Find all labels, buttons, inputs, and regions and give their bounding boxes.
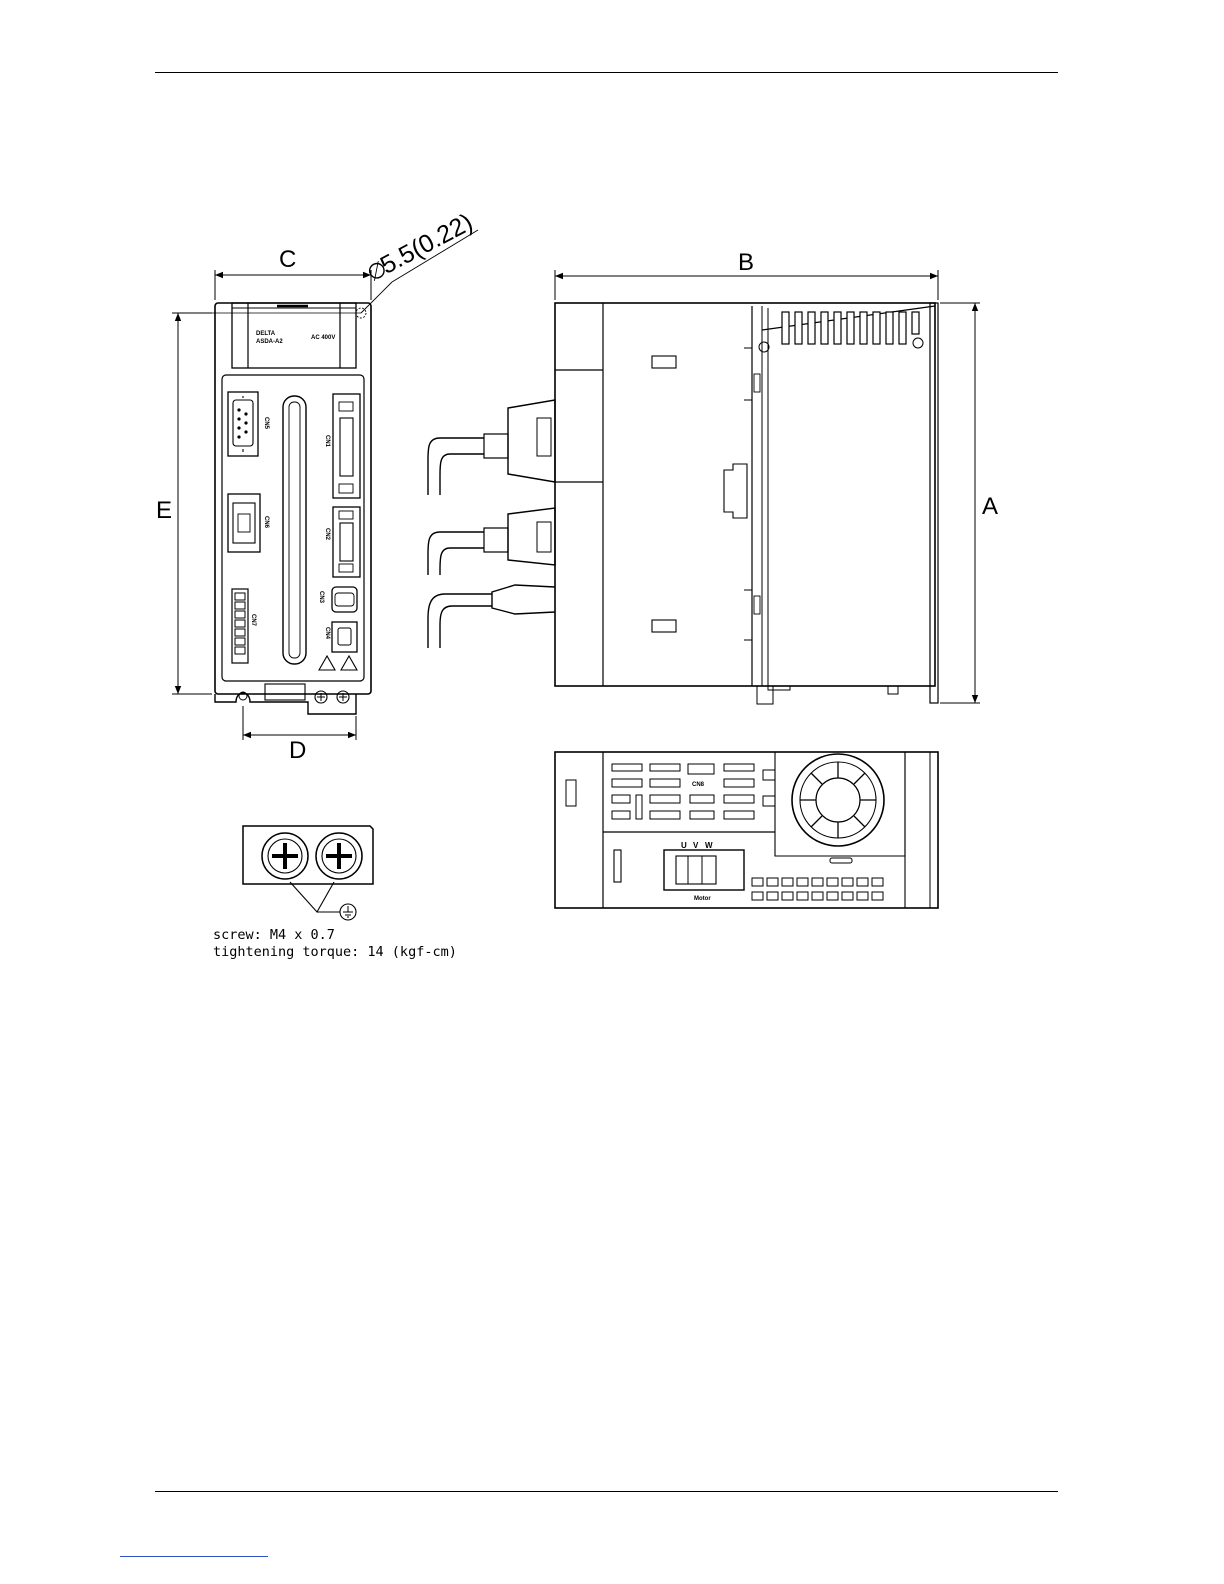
cn8-label: CN8 <box>692 782 705 788</box>
hole-diameter-label: 5.5(0.22) <box>376 208 477 280</box>
cn1-label: CN1 <box>324 435 330 448</box>
cn6-label: CN6 <box>263 516 269 529</box>
front-dimension-lines <box>172 230 478 740</box>
connector-cables <box>428 400 555 648</box>
motor-label: Motor <box>694 896 711 902</box>
cn2-label: CN2 <box>324 528 330 541</box>
front-view <box>215 303 371 714</box>
db9-pins <box>237 408 247 438</box>
phase-w-label: W <box>705 841 713 850</box>
cn7-terminals <box>235 593 245 654</box>
ground-screw-detail <box>243 826 373 920</box>
voltage-text: AC 400V <box>311 335 335 341</box>
cn5-label: CN5 <box>263 417 269 430</box>
cn7-label: CN7 <box>250 614 256 627</box>
dim-label-a: A <box>982 493 998 520</box>
cn3-label: CN3 <box>318 591 324 604</box>
phase-v-label: V <box>693 841 699 850</box>
dim-label-d: D <box>289 737 306 764</box>
dim-label-b: B <box>738 249 754 276</box>
torque-spec-text: tightening torque: 14 (kgf-cm) <box>213 944 457 960</box>
screw-spec-text: screw: M4 x 0.7 <box>213 927 335 943</box>
cn4-label: CN4 <box>324 627 330 640</box>
dim-label-c: C <box>279 246 296 273</box>
brand-text: DELTA <box>256 331 276 337</box>
dim-label-e: E <box>156 497 172 524</box>
model-text: ASDA-A2 <box>256 339 283 345</box>
side-view <box>555 303 938 704</box>
bottom-view <box>555 752 938 908</box>
heat-sink-fins <box>782 312 919 344</box>
phase-u-label: U <box>681 841 687 850</box>
